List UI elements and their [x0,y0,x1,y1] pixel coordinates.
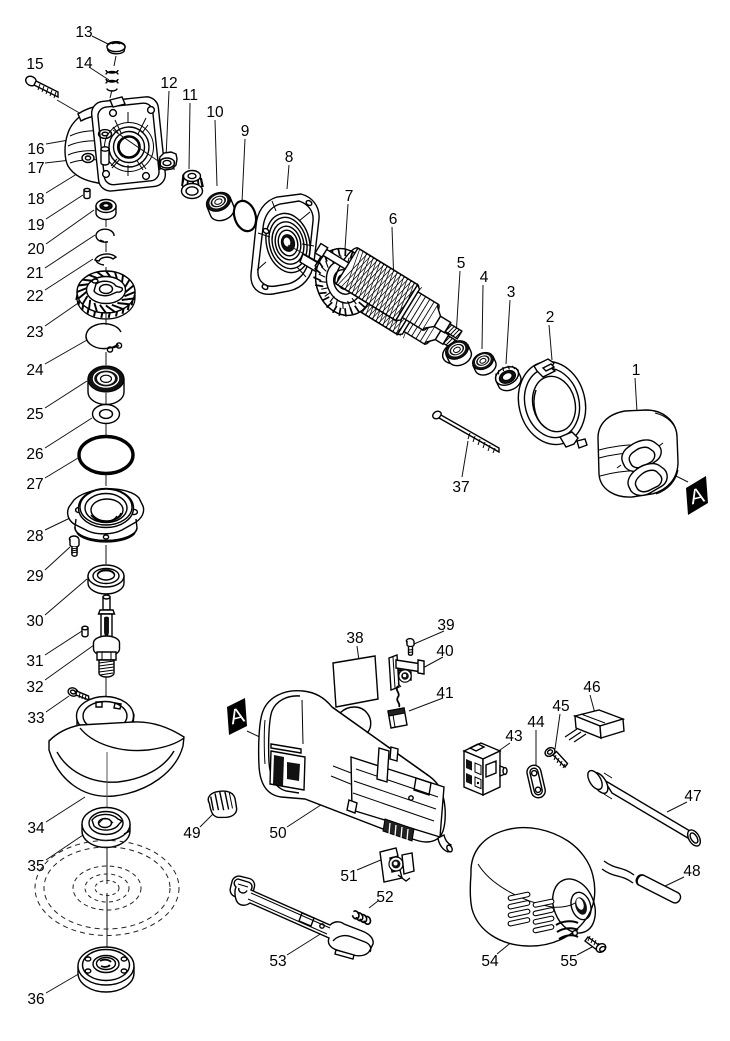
svg-text:49: 49 [183,825,200,842]
svg-text:45: 45 [552,698,569,715]
svg-text:53: 53 [269,953,286,970]
svg-text:16: 16 [27,141,44,158]
svg-text:17: 17 [27,160,44,177]
svg-text:9: 9 [241,123,250,140]
svg-text:46: 46 [583,679,600,696]
svg-text:A: A [228,704,247,730]
svg-text:35: 35 [27,858,44,875]
svg-text:30: 30 [26,613,44,630]
svg-text:29: 29 [26,568,43,585]
svg-text:36: 36 [27,991,44,1008]
svg-text:32: 32 [26,679,43,696]
svg-text:14: 14 [75,55,93,72]
svg-text:21: 21 [26,265,43,282]
svg-text:43: 43 [505,728,522,745]
svg-text:44: 44 [527,714,545,731]
svg-text:18: 18 [27,191,44,208]
svg-text:55: 55 [560,953,577,970]
svg-text:40: 40 [436,643,454,660]
svg-text:20: 20 [27,241,45,258]
svg-text:12: 12 [160,75,177,92]
svg-text:8: 8 [285,149,294,166]
svg-text:4: 4 [480,269,489,286]
svg-text:54: 54 [481,953,499,970]
svg-text:39: 39 [437,617,454,634]
svg-text:11: 11 [182,87,198,104]
svg-text:13: 13 [75,24,92,41]
svg-text:50: 50 [269,825,287,842]
svg-text:52: 52 [376,889,393,906]
svg-text:41: 41 [436,685,453,702]
svg-text:6: 6 [389,211,398,228]
svg-text:10: 10 [206,104,224,121]
svg-text:27: 27 [26,476,43,493]
svg-text:31: 31 [26,653,43,670]
svg-text:15: 15 [26,56,43,73]
svg-text:1: 1 [632,362,641,379]
svg-text:23: 23 [26,324,43,341]
svg-text:37: 37 [452,479,469,496]
svg-text:24: 24 [26,362,44,379]
svg-text:38: 38 [346,630,363,647]
svg-text:26: 26 [26,446,43,463]
svg-text:25: 25 [26,406,43,423]
svg-text:34: 34 [27,820,45,837]
svg-text:7: 7 [345,188,354,205]
svg-text:33: 33 [27,710,44,727]
svg-text:48: 48 [683,863,700,880]
svg-text:A: A [688,484,707,510]
svg-text:2: 2 [546,309,555,326]
svg-text:3: 3 [507,284,516,301]
svg-text:5: 5 [457,255,466,272]
svg-text:28: 28 [26,528,43,545]
svg-text:51: 51 [340,868,357,885]
svg-text:47: 47 [684,788,701,805]
svg-text:19: 19 [27,217,44,234]
svg-text:22: 22 [26,288,43,305]
